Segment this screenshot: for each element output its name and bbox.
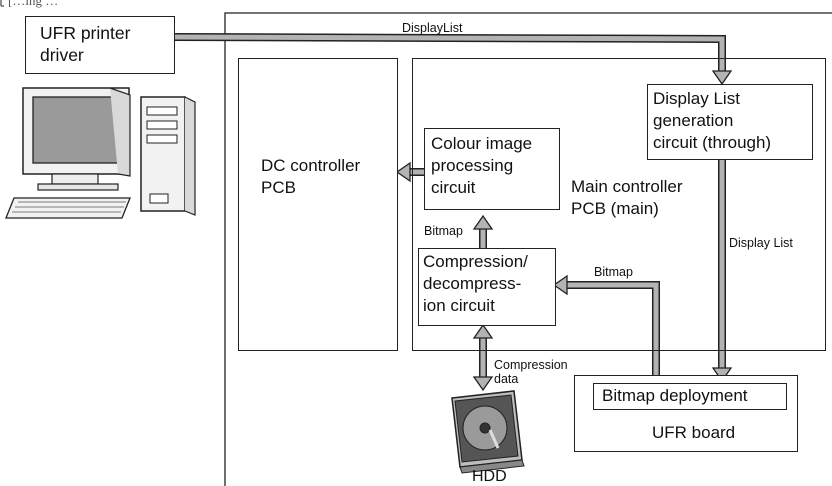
bitmap-return-arrow xyxy=(552,274,660,382)
bitmap-deployment-label: Bitmap deployment xyxy=(602,386,748,405)
colour-image-box: Colour image processing circuit xyxy=(424,128,560,210)
main-controller-box xyxy=(412,58,826,351)
top-fragment-text: […ing … xyxy=(8,0,59,8)
bitmap-up-arrow xyxy=(472,214,494,248)
hdd-illustration xyxy=(451,390,525,474)
bitmap-deployment-box: Bitmap deployment xyxy=(593,383,787,410)
displaylist-top-label: DisplayList xyxy=(402,21,463,35)
printer-outer-frame xyxy=(224,12,832,486)
displaylist-arrow xyxy=(174,33,733,86)
bitmap-return-label: Bitmap xyxy=(594,265,633,279)
dc-controller-label: DC controller PCB xyxy=(261,156,361,197)
main-controller-label: Main controller PCB (main) xyxy=(571,177,683,218)
printer-driver-box: UFR printer driver xyxy=(25,16,175,74)
colour-to-dc-arrow xyxy=(395,161,424,183)
computer-illustration xyxy=(5,87,196,219)
displaylist-down-arrow xyxy=(711,160,733,383)
dc-controller-box: DC controller PCB xyxy=(238,58,398,351)
colour-image-label: Colour image processing circuit xyxy=(431,134,533,197)
compression-data-label: Compression data xyxy=(494,358,568,386)
display-list-gen-box: Display List generation circuit (through… xyxy=(647,84,813,160)
printer-driver-label: UFR printer driver xyxy=(40,23,131,65)
displaylist-side-label: Display List xyxy=(729,236,793,250)
ufr-board-box: Bitmap deployment UFR board xyxy=(574,375,798,452)
display-list-gen-label: Display List generation circuit (through… xyxy=(653,89,772,152)
compression-hdd-arrow xyxy=(472,323,494,392)
hdd-label: HDD xyxy=(472,468,507,485)
bitmap-up-label: Bitmap xyxy=(424,224,463,238)
compression-box: Compression/ decompress- ion circuit xyxy=(418,248,556,326)
ufr-board-label: UFR board xyxy=(652,423,736,442)
compression-label: Compression/ decompress- ion circuit xyxy=(423,252,528,315)
